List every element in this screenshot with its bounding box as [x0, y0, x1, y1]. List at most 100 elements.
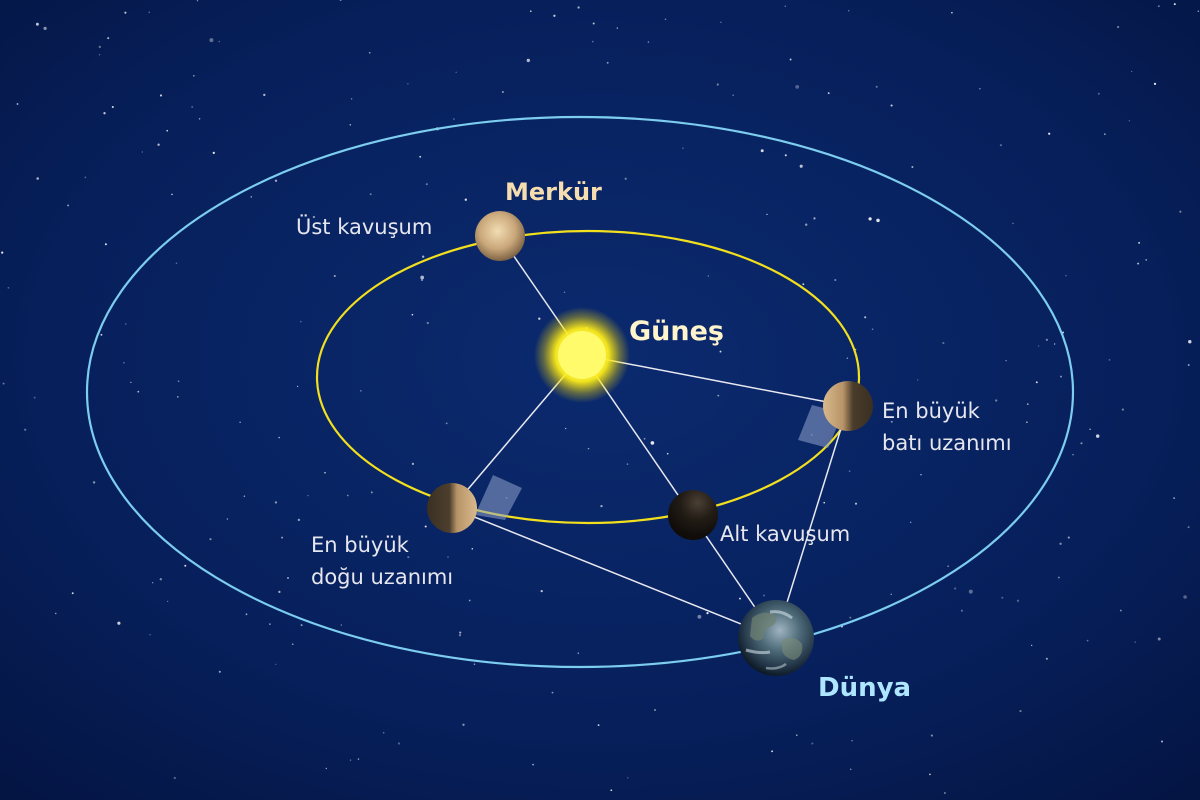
star [944, 792, 946, 794]
star [766, 213, 768, 216]
star [458, 634, 462, 637]
star [551, 691, 554, 694]
line-east-earth [451, 507, 777, 639]
star [1179, 210, 1182, 213]
star [92, 481, 96, 484]
star [1058, 576, 1060, 579]
star [157, 143, 160, 146]
star [577, 652, 579, 654]
star [1, 251, 4, 254]
star [300, 624, 303, 627]
earth-planet-icon [738, 600, 814, 676]
star [947, 565, 950, 568]
star [920, 473, 922, 476]
star [930, 734, 933, 737]
star [951, 11, 953, 14]
star [911, 165, 914, 169]
star [1065, 274, 1067, 277]
star [1138, 241, 1141, 244]
star [1197, 10, 1200, 13]
star [196, 0, 199, 2]
star [1187, 526, 1190, 529]
star [954, 587, 957, 590]
star [706, 612, 709, 615]
star [587, 447, 590, 450]
star [226, 518, 229, 520]
star [209, 538, 212, 541]
star [98, 45, 101, 49]
star [802, 283, 805, 286]
star [976, 448, 979, 451]
star [166, 129, 169, 132]
star [805, 223, 808, 226]
star [312, 215, 316, 219]
star [104, 243, 107, 246]
star [597, 724, 600, 726]
star [123, 362, 125, 364]
star [193, 75, 195, 77]
eastern-elongation-label-line1: En büyük [311, 533, 410, 557]
star [834, 278, 837, 282]
star [453, 118, 455, 120]
star [732, 94, 735, 97]
star [1121, 408, 1124, 411]
star [171, 193, 173, 196]
western-elongation-label-line2: batı uzanımı [882, 431, 1012, 455]
star [942, 342, 945, 345]
star [626, 463, 629, 465]
star [84, 176, 87, 179]
star [287, 577, 289, 579]
star [1060, 375, 1062, 378]
star [909, 521, 912, 524]
star [846, 357, 849, 359]
star [124, 11, 127, 14]
star [411, 462, 415, 466]
star [789, 58, 792, 61]
star [875, 85, 878, 88]
star [995, 399, 998, 402]
star [664, 18, 667, 21]
star [739, 597, 741, 600]
star [960, 609, 963, 612]
star [811, 742, 814, 745]
star [455, 71, 457, 74]
star [426, 321, 429, 325]
star [563, 291, 566, 293]
mercury-planet-icon [475, 211, 525, 261]
star [111, 105, 114, 109]
star [719, 350, 722, 353]
star [130, 381, 132, 384]
star [209, 38, 214, 43]
star [796, 734, 798, 736]
star [627, 777, 629, 779]
star [720, 21, 722, 23]
star [610, 789, 613, 792]
star [890, 420, 893, 423]
star [1048, 132, 1051, 135]
star [1086, 639, 1089, 642]
star [1160, 740, 1164, 743]
star [854, 502, 858, 505]
star [243, 495, 246, 497]
star [424, 525, 427, 528]
star [360, 390, 362, 392]
star [1072, 454, 1074, 456]
star [848, 470, 851, 472]
star [55, 612, 57, 615]
mercury-planet-icon [668, 490, 718, 540]
star [333, 274, 336, 278]
star [716, 83, 719, 86]
western-elongation-label-line1: En büyük [882, 399, 981, 423]
star [1128, 119, 1131, 122]
star [36, 177, 39, 180]
star [1137, 262, 1140, 265]
star [159, 94, 163, 97]
star [369, 193, 372, 196]
star [137, 390, 140, 393]
star [1045, 338, 1048, 341]
star [16, 103, 19, 105]
star [784, 154, 787, 157]
star [462, 723, 465, 726]
superior-conjunction-label: Üst kavuşum [296, 214, 432, 239]
star [370, 491, 373, 494]
